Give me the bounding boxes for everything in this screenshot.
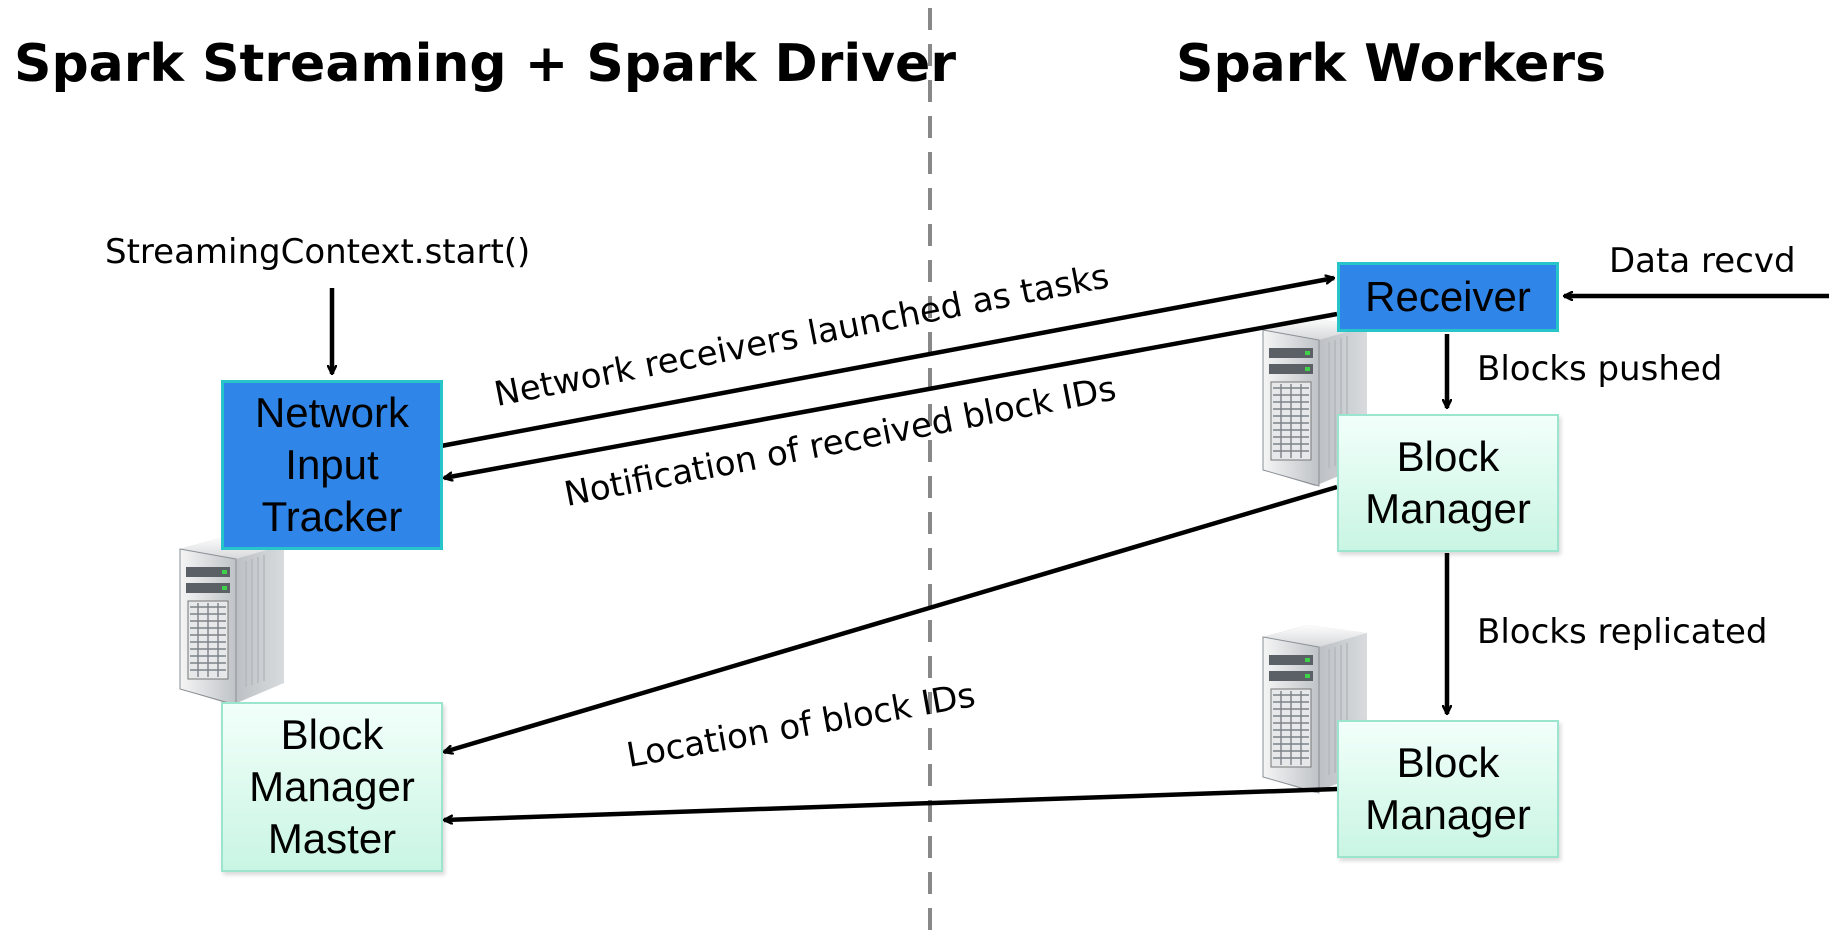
arrow-blockmanager2-to-master <box>444 786 1338 820</box>
network-input-tracker-box: Network Input Tracker <box>221 380 443 550</box>
blocks-replicated-label: Blocks replicated <box>1477 612 1768 652</box>
streaming-context-start-label: StreamingContext.start() <box>105 232 531 272</box>
heading-driver: Spark Streaming + Spark Driver <box>14 34 956 94</box>
arrow-receiver-to-tracker <box>444 311 1338 478</box>
data-recvd-label: Data recvd <box>1609 241 1796 281</box>
receiver-box: Receiver <box>1337 262 1559 332</box>
heading-workers: Spark Workers <box>1176 34 1607 94</box>
arrow-blockmanager1-to-master <box>444 484 1338 752</box>
block-manager-master-box: Block Manager Master <box>221 702 443 872</box>
arrow-tracker-to-receiver <box>440 278 1334 449</box>
server-icon <box>179 536 285 706</box>
block-manager-box-1: Block Manager <box>1337 414 1559 552</box>
blocks-pushed-label: Blocks pushed <box>1477 349 1723 389</box>
block-manager-box-2: Block Manager <box>1337 720 1559 858</box>
